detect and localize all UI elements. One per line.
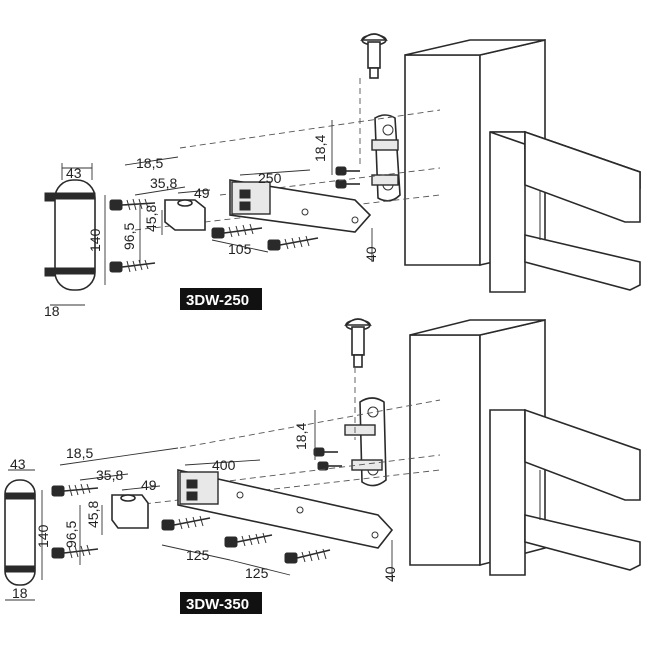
dim-arm-height: 40 <box>382 566 398 582</box>
spacer-block-bottom <box>111 494 149 529</box>
dim-140: 140 <box>87 228 103 252</box>
bolt-bottom <box>344 318 372 368</box>
dim-18-4: 18,4 <box>293 423 309 450</box>
dim-18-4: 18,4 <box>312 135 328 162</box>
dim-43: 43 <box>10 456 26 472</box>
model-label-top: 3DW-250 <box>180 288 262 310</box>
dim-49: 49 <box>141 477 157 493</box>
dimension-lines-bottom <box>5 410 393 601</box>
model-label-text: 3DW-250 <box>186 292 249 309</box>
dim-arm-length: 400 <box>212 457 236 473</box>
hinge-arm-bottom <box>177 469 394 549</box>
dim-45-8: 45,8 <box>85 501 101 528</box>
dimension-labels-bottom: 43 140 18 18,5 35,8 49 96,5 45,8 400 125… <box>10 423 398 601</box>
dim-43: 43 <box>66 165 82 181</box>
wall-plate-top <box>44 179 96 291</box>
dim-arm-length: 250 <box>258 170 282 186</box>
small-screws-bottom <box>313 447 342 471</box>
model-label-bottom: 3DW-350 <box>180 592 262 614</box>
dim-hole-spacing-2: 125 <box>245 565 269 581</box>
gate-frame-bottom <box>489 408 641 576</box>
dimension-lines-top <box>50 120 373 306</box>
wood-screws-top <box>109 198 319 273</box>
bolt-top <box>360 33 388 79</box>
dim-35-8: 35,8 <box>150 175 177 191</box>
dim-96-5: 96,5 <box>121 223 137 250</box>
gate-frame-top <box>489 130 641 293</box>
small-screws-top <box>335 166 360 189</box>
dim-96-5: 96,5 <box>63 521 79 548</box>
dimension-labels-top: 43 140 18 18,5 35,8 49 96,5 45,8 250 105… <box>44 135 379 319</box>
dim-arm-height: 40 <box>363 246 379 262</box>
dim-45-8: 45,8 <box>143 205 159 232</box>
dim-18-5: 18,5 <box>66 445 93 461</box>
post-bracket-bottom <box>344 397 387 487</box>
model-label-text: 3DW-350 <box>186 596 249 613</box>
dim-140: 140 <box>35 524 51 548</box>
wall-plate-bottom <box>4 479 36 586</box>
post-bracket-top <box>371 114 401 202</box>
dim-18: 18 <box>44 303 60 319</box>
hinge-arm-top <box>229 179 372 233</box>
dim-49: 49 <box>194 185 210 201</box>
dim-18: 18 <box>12 585 28 601</box>
dim-35-8: 35,8 <box>96 467 123 483</box>
spacer-block-top <box>164 199 206 231</box>
diagram-3dw-250: 43 140 18 18,5 35,8 49 96,5 45,8 250 105… <box>44 33 641 319</box>
wood-screws-bottom <box>51 483 331 564</box>
dim-hole-spacing-1: 125 <box>186 547 210 563</box>
dim-18-5: 18,5 <box>136 155 163 171</box>
dim-hole-spacing: 105 <box>228 241 252 257</box>
diagram-3dw-350: 43 140 18 18,5 35,8 49 96,5 45,8 400 125… <box>4 318 641 614</box>
